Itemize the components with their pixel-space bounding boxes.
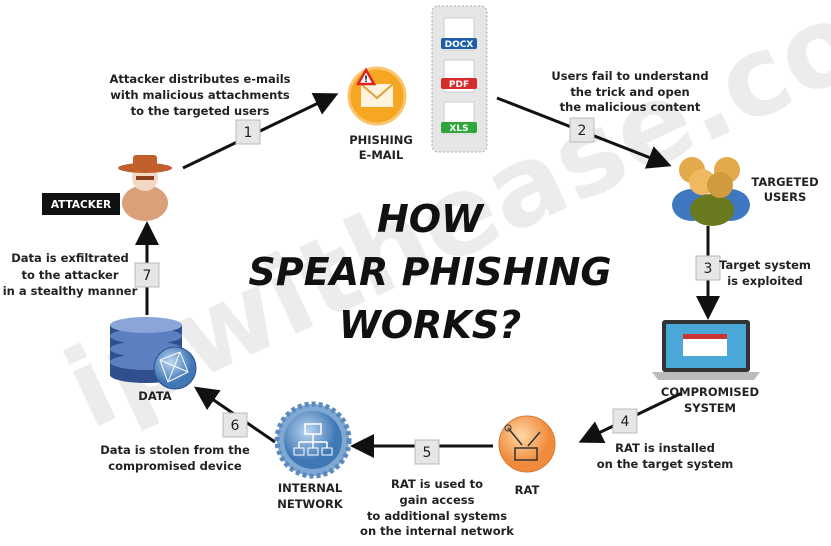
svg-text:2: 2 xyxy=(578,123,587,139)
svg-text:RAT is installed: RAT is installed xyxy=(615,441,715,455)
step-caption-3: Target system is exploited xyxy=(719,258,811,288)
svg-text:with malicious attachments: with malicious attachments xyxy=(110,88,290,102)
spy-icon xyxy=(118,155,172,221)
node-label: E-MAIL xyxy=(359,148,404,162)
step-badge-5: 5 xyxy=(414,439,440,465)
svg-text:Users fail to understand: Users fail to understand xyxy=(551,69,708,83)
node-label: DATA xyxy=(138,389,172,403)
svg-text:to additional systems: to additional systems xyxy=(367,509,507,523)
attacker-label: ATTACKER xyxy=(51,199,111,211)
step-caption-6: Data is stolen from the compromised devi… xyxy=(100,443,250,473)
xls-file-icon: XLS xyxy=(441,101,477,135)
node-label: USERS xyxy=(764,190,807,204)
svg-text:5: 5 xyxy=(423,445,432,461)
title-line: WORKS? xyxy=(339,303,521,347)
svg-text:Attacker distributes e-mails: Attacker distributes e-mails xyxy=(109,72,290,86)
network-gear-icon xyxy=(274,401,352,479)
phishing-email-node: ! PHISHING E-MAIL xyxy=(347,66,413,162)
svg-text:4: 4 xyxy=(621,414,630,430)
step-badge-2: 2 xyxy=(569,117,595,143)
step-badge-4: 4 xyxy=(612,408,638,434)
page-title: HOW SPEAR PHISHING WORKS? xyxy=(248,197,611,347)
node-label: PHISHING xyxy=(349,133,413,147)
envelope-warning-icon: ! xyxy=(347,66,407,126)
pdf-file-icon: PDF xyxy=(441,59,477,93)
title-line: SPEAR PHISHING xyxy=(248,250,611,294)
database-icon xyxy=(110,317,197,390)
svg-text:the trick and open: the trick and open xyxy=(570,85,689,99)
step-badge-3: 3 xyxy=(695,255,721,281)
node-label: INTERNAL xyxy=(278,481,343,495)
step-badge-7: 7 xyxy=(134,262,160,288)
svg-text:in a stealthy manner: in a stealthy manner xyxy=(3,284,138,298)
node-label: RAT xyxy=(515,483,540,497)
node-label: TARGETED xyxy=(751,175,818,189)
svg-text:gain access: gain access xyxy=(399,493,474,507)
svg-text:Data is stolen from the: Data is stolen from the xyxy=(100,443,250,457)
node-label: NETWORK xyxy=(277,497,344,511)
svg-text:RAT is used to: RAT is used to xyxy=(391,477,483,491)
step-caption-2: Users fail to understand the trick and o… xyxy=(551,69,708,114)
docx-file-icon: DOCX xyxy=(441,17,477,51)
svg-text:on the internal network: on the internal network xyxy=(360,524,514,538)
internal-network-node: INTERNAL NETWORK xyxy=(274,401,352,511)
svg-text:1: 1 xyxy=(244,125,253,141)
svg-text:compromised device: compromised device xyxy=(108,459,242,473)
node-label: SYSTEM xyxy=(684,401,736,415)
svg-text:7: 7 xyxy=(143,268,152,284)
attacker-node: ATTACKER xyxy=(42,155,172,221)
step-caption-4: RAT is installed on the target system xyxy=(597,441,734,471)
svg-text:!: ! xyxy=(364,75,368,85)
rat-node: RAT xyxy=(498,415,556,497)
svg-text:the malicious content: the malicious content xyxy=(560,100,701,114)
data-node: DATA xyxy=(110,317,197,403)
step-caption-1: Attacker distributes e-mails with malici… xyxy=(109,72,290,118)
compromised-system-node: COMPROMISED SYSTEM xyxy=(652,320,760,415)
svg-text:to the targeted users: to the targeted users xyxy=(131,104,270,118)
svg-text:to the attacker: to the attacker xyxy=(21,268,118,282)
step-caption-7: Data is exfiltrated to the attacker in a… xyxy=(3,251,138,298)
svg-text:PDF: PDF xyxy=(449,80,469,90)
title-line: HOW xyxy=(377,197,485,241)
svg-text:on the target system: on the target system xyxy=(597,457,734,471)
step-caption-5: RAT is used to gain access to additional… xyxy=(360,477,514,538)
svg-text:is exploited: is exploited xyxy=(727,274,803,288)
node-label: COMPROMISED xyxy=(661,385,759,399)
svg-text:Target system: Target system xyxy=(719,258,811,272)
svg-text:XLS: XLS xyxy=(449,124,468,134)
svg-text:DOCX: DOCX xyxy=(445,40,474,50)
targeted-users-node: TARGETED USERS xyxy=(672,157,819,226)
rat-icon xyxy=(498,415,556,473)
svg-text:3: 3 xyxy=(704,261,713,277)
laptop-icon xyxy=(652,320,760,380)
attachments-panel: DOCX PDF XLS xyxy=(431,5,488,153)
step-badge-1: 1 xyxy=(235,119,261,145)
users-group-icon xyxy=(672,157,750,226)
step-badge-6: 6 xyxy=(222,412,248,438)
svg-text:Data is exfiltrated: Data is exfiltrated xyxy=(11,251,129,265)
svg-text:6: 6 xyxy=(231,418,240,434)
